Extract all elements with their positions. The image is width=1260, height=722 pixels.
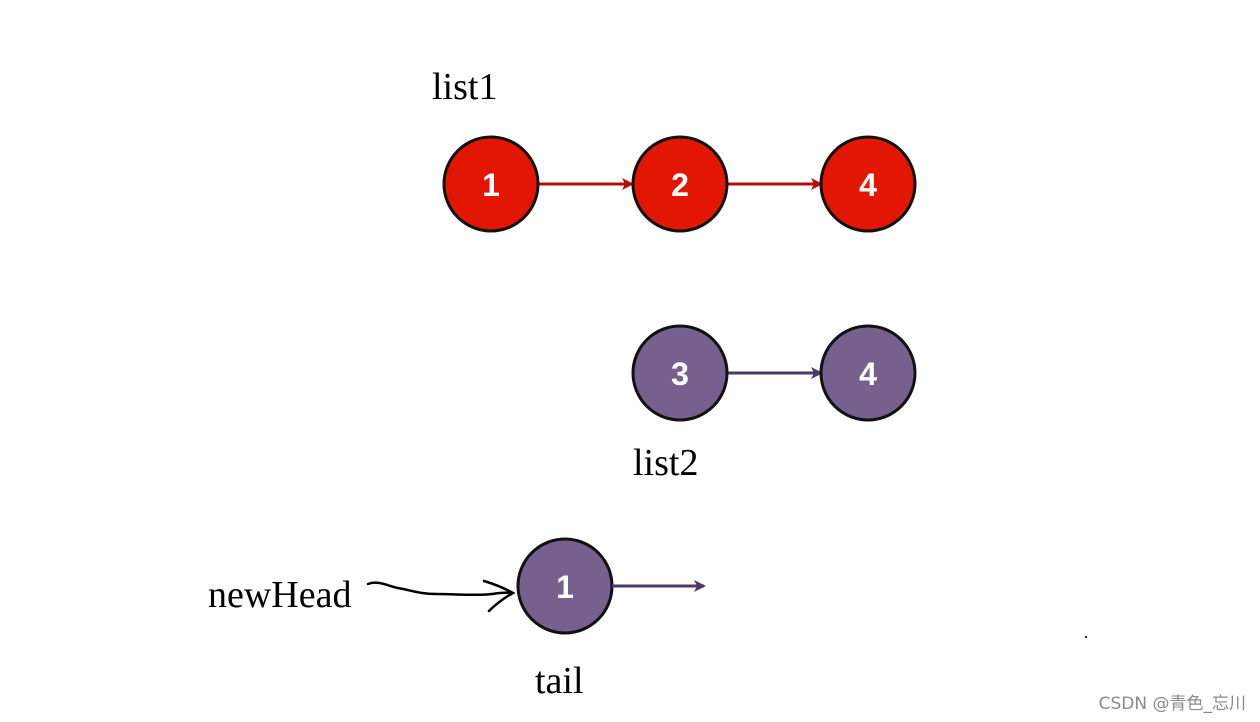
list1-node-1-circle [442,135,540,233]
list1-node-3-circle [819,135,917,233]
merged-node-1-value: 1 [556,569,574,605]
list1-label: list1 [432,66,497,108]
list2-label: list2 [633,442,698,484]
list2-node-2-value: 4 [859,356,877,392]
newhead-pointer-arrowhead [482,579,516,613]
list2-node-2-circle [819,324,917,422]
newhead-pointer-arrow [366,581,514,597]
list1-node-3-value: 4 [859,167,877,203]
list1-node-2-value: 2 [671,167,689,203]
list1-node-2: 2 [631,135,729,233]
list1-node-3: 4 [819,135,917,233]
watermark: CSDN @青色_忘川 [1099,694,1246,714]
list1-node-1: 1 [442,135,540,233]
list1-node-1-value: 1 [482,167,500,203]
merged-node-1: 1 [516,537,614,635]
list2-node-1-circle [631,324,729,422]
list1-node-2-circle [631,135,729,233]
list2-node-1: 3 [631,324,729,422]
tail-label: tail [535,660,584,702]
newhead-label: newHead [208,574,351,616]
list2-node-2: 4 [819,324,917,422]
stray-dot [1084,635,1088,639]
list2-node-1-value: 3 [671,356,689,392]
